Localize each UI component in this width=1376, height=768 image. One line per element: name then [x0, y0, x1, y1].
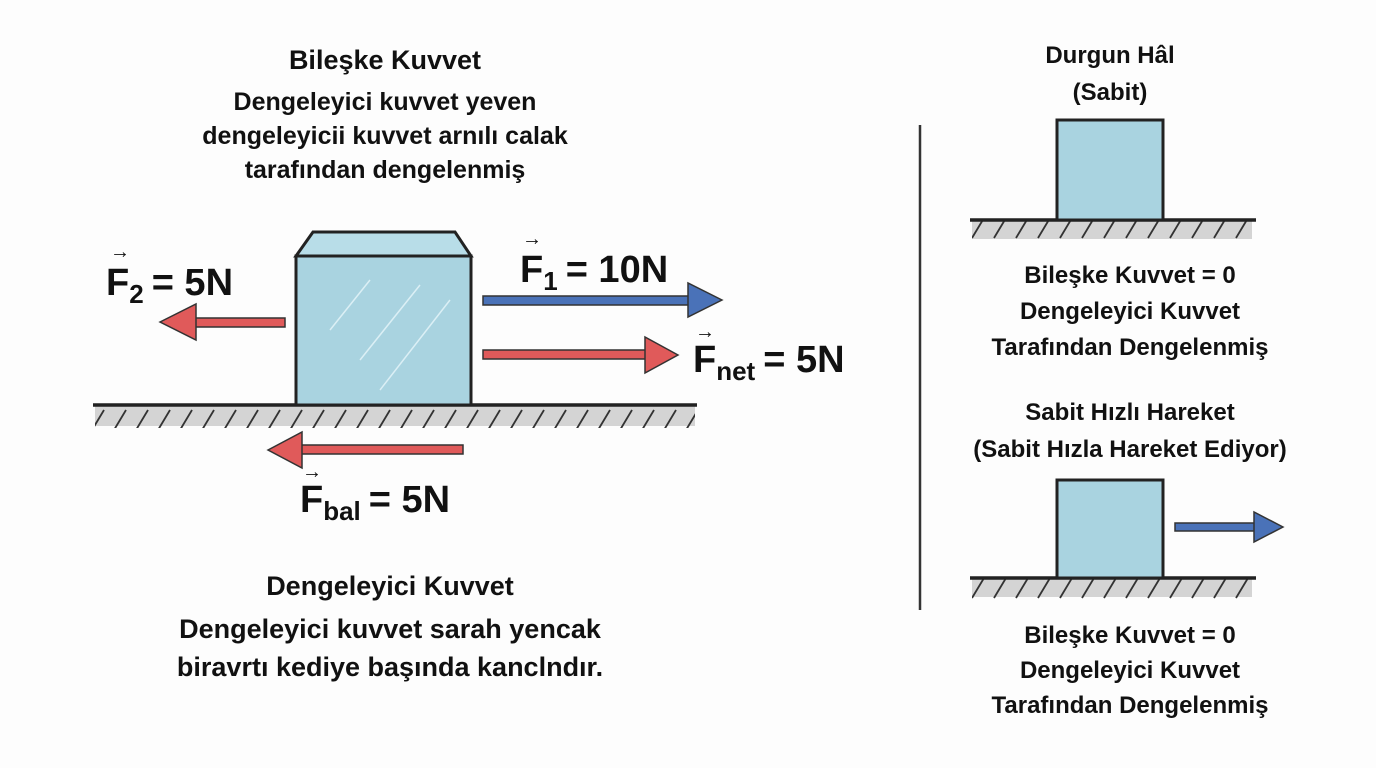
left-caption-line: Dengeleyici kuvvet sarah yencak — [179, 614, 602, 644]
block — [293, 230, 474, 407]
left-caption-line: biravrtı kediye başında kanclndır. — [177, 652, 603, 682]
svg-text:F1= 10N: F1= 10N — [520, 249, 668, 296]
fbal-arrow — [266, 430, 464, 470]
f2-label: F2= 5N → — [106, 241, 233, 309]
fbal-label: Fbal= 5N → — [300, 461, 450, 526]
motion-caption-line: Tarafından Dengelenmiş — [992, 692, 1269, 719]
motion-block — [1055, 478, 1165, 580]
left-caption-title: Dengeleyici Kuvvet — [266, 571, 514, 601]
motion-ground — [970, 576, 1256, 599]
motion-subtitle: (Sabit Hızla Hareket Ediyor) — [973, 436, 1286, 463]
rest-block — [1055, 118, 1165, 222]
vector-arrow-icon: → — [522, 228, 542, 250]
motion-arrow — [1174, 510, 1285, 544]
f1-label: F1= 10N → — [520, 228, 668, 296]
fnet-label: Fnet= 5N → — [693, 321, 845, 386]
rest-title: Durgun Hâl — [1045, 42, 1174, 69]
ground-surface — [93, 403, 697, 428]
vector-arrow-icon: → — [695, 321, 715, 343]
vector-arrow-icon: → — [302, 461, 322, 483]
left-subtitle-line: tarafından dengelenmiş — [245, 156, 526, 184]
rest-ground — [970, 218, 1256, 241]
left-title: Bileşke Kuvvet — [289, 45, 481, 75]
rest-subtitle: (Sabit) — [1073, 79, 1148, 106]
svg-text:F2= 5N: F2= 5N — [106, 262, 233, 309]
rest-caption-line: Bileşke Kuvvet = 0 — [1024, 262, 1235, 289]
f1-arrow — [482, 281, 724, 319]
fnet-arrow — [482, 335, 680, 375]
motion-title: Sabit Hızlı Hareket — [1025, 399, 1234, 426]
motion-caption-line: Dengeleyici Kuvvet — [1020, 657, 1240, 684]
rest-caption-line: Dengeleyici Kuvvet — [1020, 298, 1240, 325]
rest-caption-line: Tarafından Dengelenmiş — [992, 334, 1269, 361]
left-subtitle-line: dengeleyicii kuvvet arnılı calak — [202, 122, 568, 150]
svg-text:Fnet= 5N: Fnet= 5N — [693, 339, 845, 386]
svg-text:Fbal= 5N: Fbal= 5N — [300, 479, 450, 526]
motion-caption-line: Bileşke Kuvvet = 0 — [1024, 622, 1235, 649]
left-subtitle-line: Dengeleyici kuvvet yeven — [234, 88, 537, 116]
f2-arrow — [158, 302, 286, 342]
vector-arrow-icon: → — [110, 241, 130, 263]
